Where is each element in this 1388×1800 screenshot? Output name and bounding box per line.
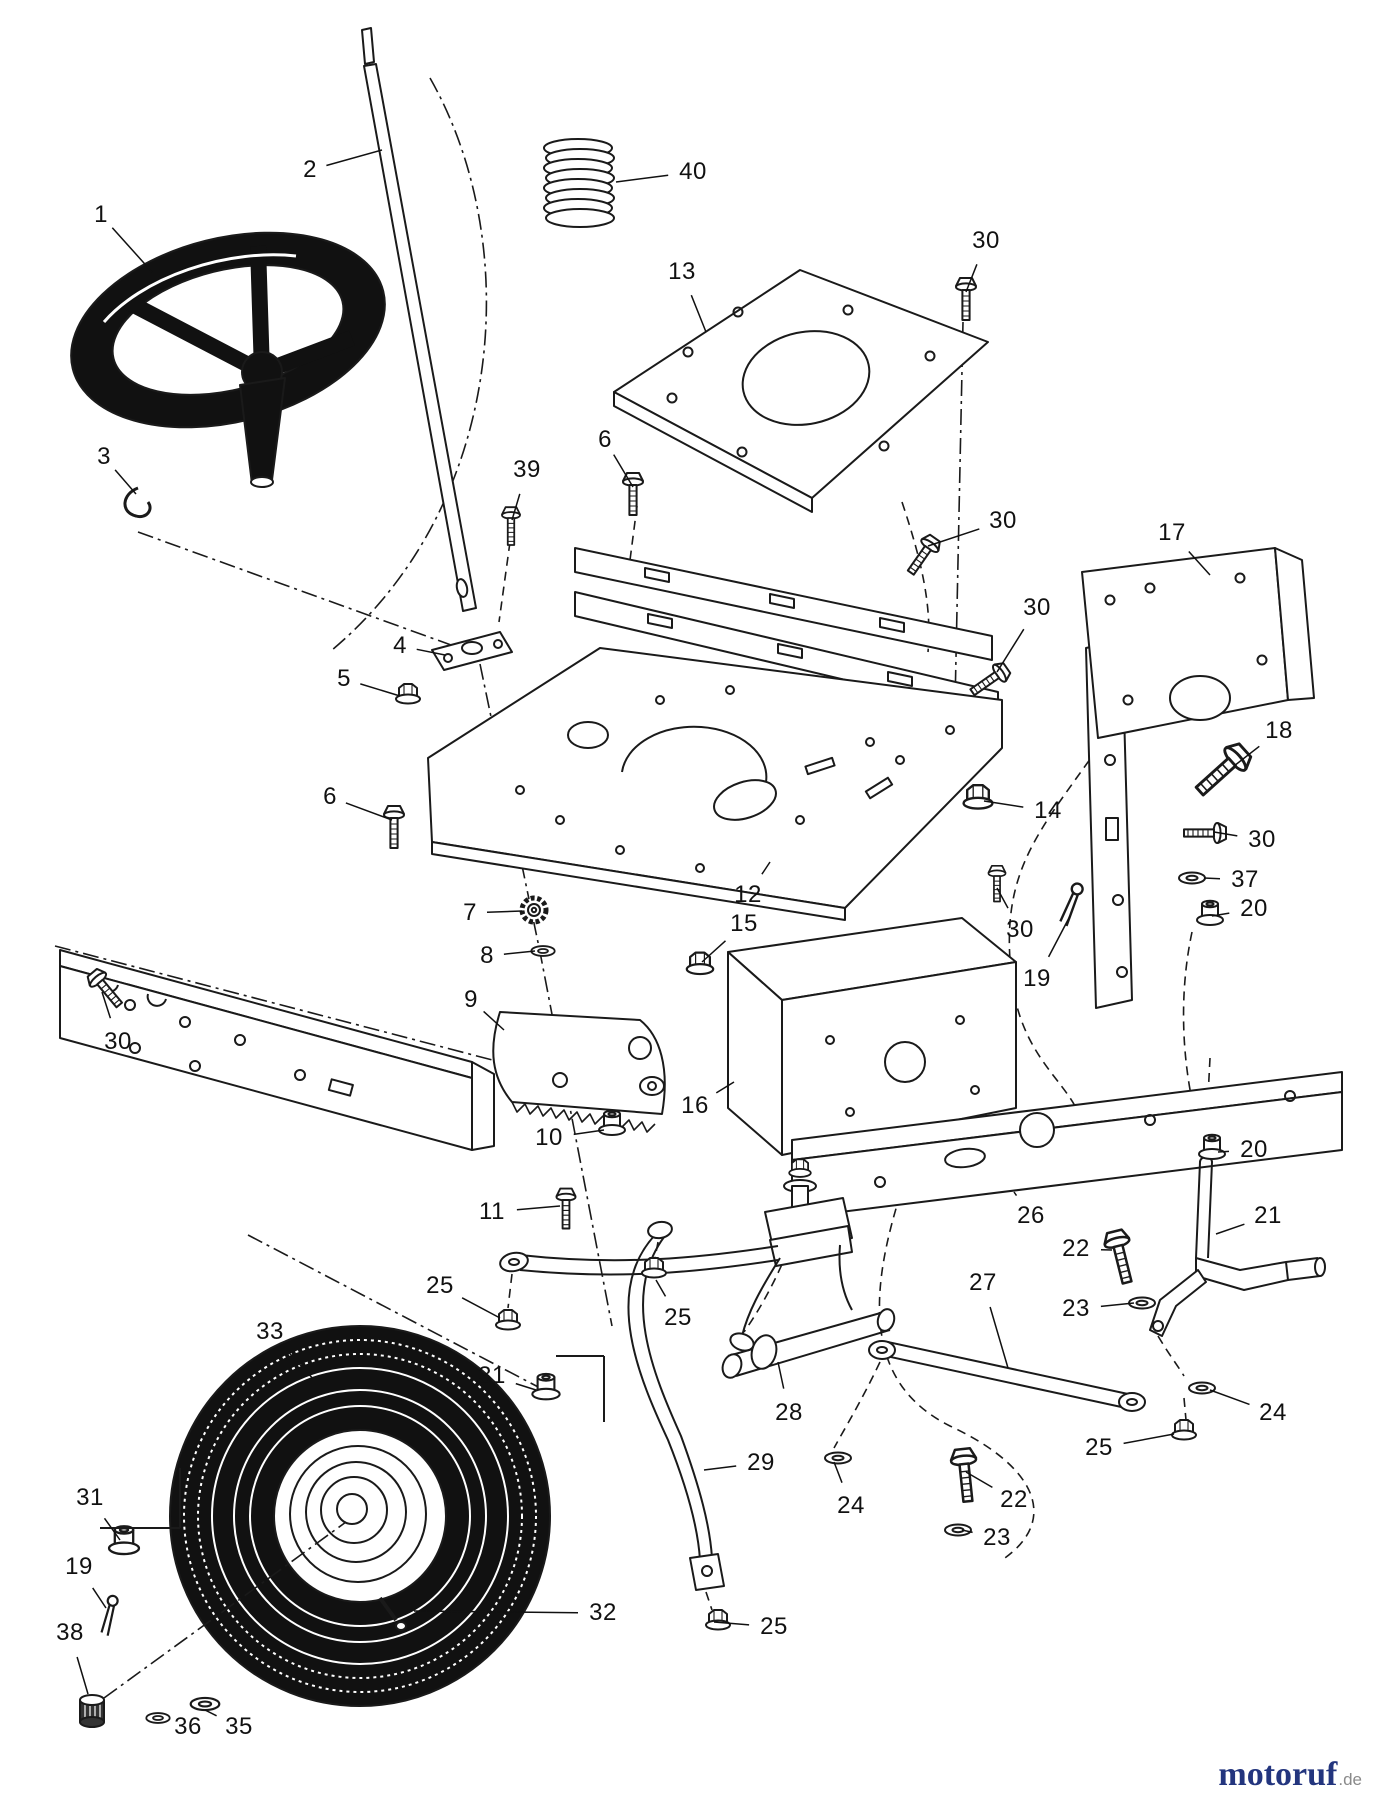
leader-line-25: [655, 1279, 667, 1297]
axle-cap: [79, 1694, 105, 1728]
leader-line-10: [573, 1129, 605, 1136]
leader-line-24: [833, 1461, 843, 1483]
leader-line-37: [1203, 877, 1221, 880]
corner-bracket: [556, 1355, 605, 1422]
leader-line-20: [1211, 912, 1230, 917]
steering-shaft: [361, 27, 477, 612]
leader-line-13: [690, 294, 707, 333]
leader-line-25: [713, 1621, 750, 1626]
leader-line-30: [996, 628, 1025, 673]
leader-line-24: [1209, 1389, 1250, 1406]
leader-line-8: [503, 950, 536, 955]
retainer-clip: [123, 486, 152, 519]
leader-line-40: [615, 174, 669, 183]
watermark-suffix[interactable]: .de: [1338, 1770, 1362, 1789]
leader-line-30: [101, 991, 112, 1019]
leader-line-14: [983, 800, 1024, 808]
leader-line-30: [927, 528, 980, 547]
grip-spring: [543, 138, 615, 228]
leader-line-6: [345, 802, 393, 821]
left-frame-rail: [59, 949, 495, 1151]
leader-line-5: [360, 683, 401, 697]
right-spindle: [1149, 1156, 1326, 1421]
steering-wheel: [70, 231, 386, 488]
leader-line-19: [92, 1587, 107, 1609]
leader-line-4: [416, 648, 446, 656]
shaft-support: [431, 631, 513, 671]
leader-line-3: [114, 469, 137, 495]
leader-line-30: [965, 264, 978, 293]
leader-line-31: [103, 1517, 121, 1541]
leader-line-25: [461, 1297, 501, 1319]
leader-line-25: [1123, 1433, 1175, 1445]
leader-line-35: [204, 1709, 217, 1717]
axle-tube: [721, 1308, 896, 1379]
watermark-brand[interactable]: motoruf: [1218, 1756, 1338, 1793]
leader-line-28: [777, 1361, 785, 1389]
leader-line-2: [326, 149, 383, 167]
leader-line-32: [413, 1610, 579, 1614]
callout-leader-lines: [76, 149, 1260, 1717]
leader-line-9: [483, 1010, 505, 1031]
leader-line-6: [613, 454, 634, 488]
leader-line-30: [1213, 831, 1238, 837]
leader-line-23: [1100, 1302, 1135, 1308]
leader-line-22: [965, 1471, 993, 1489]
rear-frame-channel: [791, 1071, 1343, 1219]
leader-line-16: [715, 1081, 735, 1094]
leader-line-18: [1233, 745, 1260, 767]
hub-axis-line: [103, 1521, 347, 1699]
seat-plate: [613, 269, 989, 513]
left-spindle-assembly: [729, 1179, 853, 1352]
leader-line-15: [701, 940, 727, 963]
leader-line-7: [486, 910, 523, 914]
leader-line-30: [996, 887, 1009, 909]
leader-line-20: [1217, 1150, 1230, 1153]
watermark-logo[interactable]: motoruf.de: [1218, 1756, 1362, 1794]
leader-line-27: [989, 1306, 1009, 1369]
leader-line-29: [703, 1465, 737, 1471]
platform-plate: [427, 647, 1003, 921]
leader-line-31: [515, 1382, 537, 1391]
leader-line-11: [516, 1205, 561, 1211]
console-box-bracket: [727, 917, 1017, 1156]
steering-links: [499, 1220, 1146, 1611]
front-wheel-tire: [169, 1325, 551, 1707]
leader-line-23: [961, 1529, 973, 1534]
leader-line-17: [1188, 550, 1211, 576]
leader-line-12: [761, 861, 771, 875]
leader-line-26: [1013, 1191, 1018, 1197]
leader-line-1: [111, 227, 153, 273]
support-bracket-right: [1081, 547, 1315, 1009]
leader-line-21: [1215, 1223, 1245, 1235]
leader-line-38: [76, 1656, 89, 1695]
sector-gear: [492, 1011, 666, 1133]
leader-line-33: [286, 1349, 317, 1383]
corner-bracket-2: [100, 1468, 181, 1529]
leader-line-19: [1047, 915, 1071, 958]
leader-line-39: [511, 493, 521, 521]
